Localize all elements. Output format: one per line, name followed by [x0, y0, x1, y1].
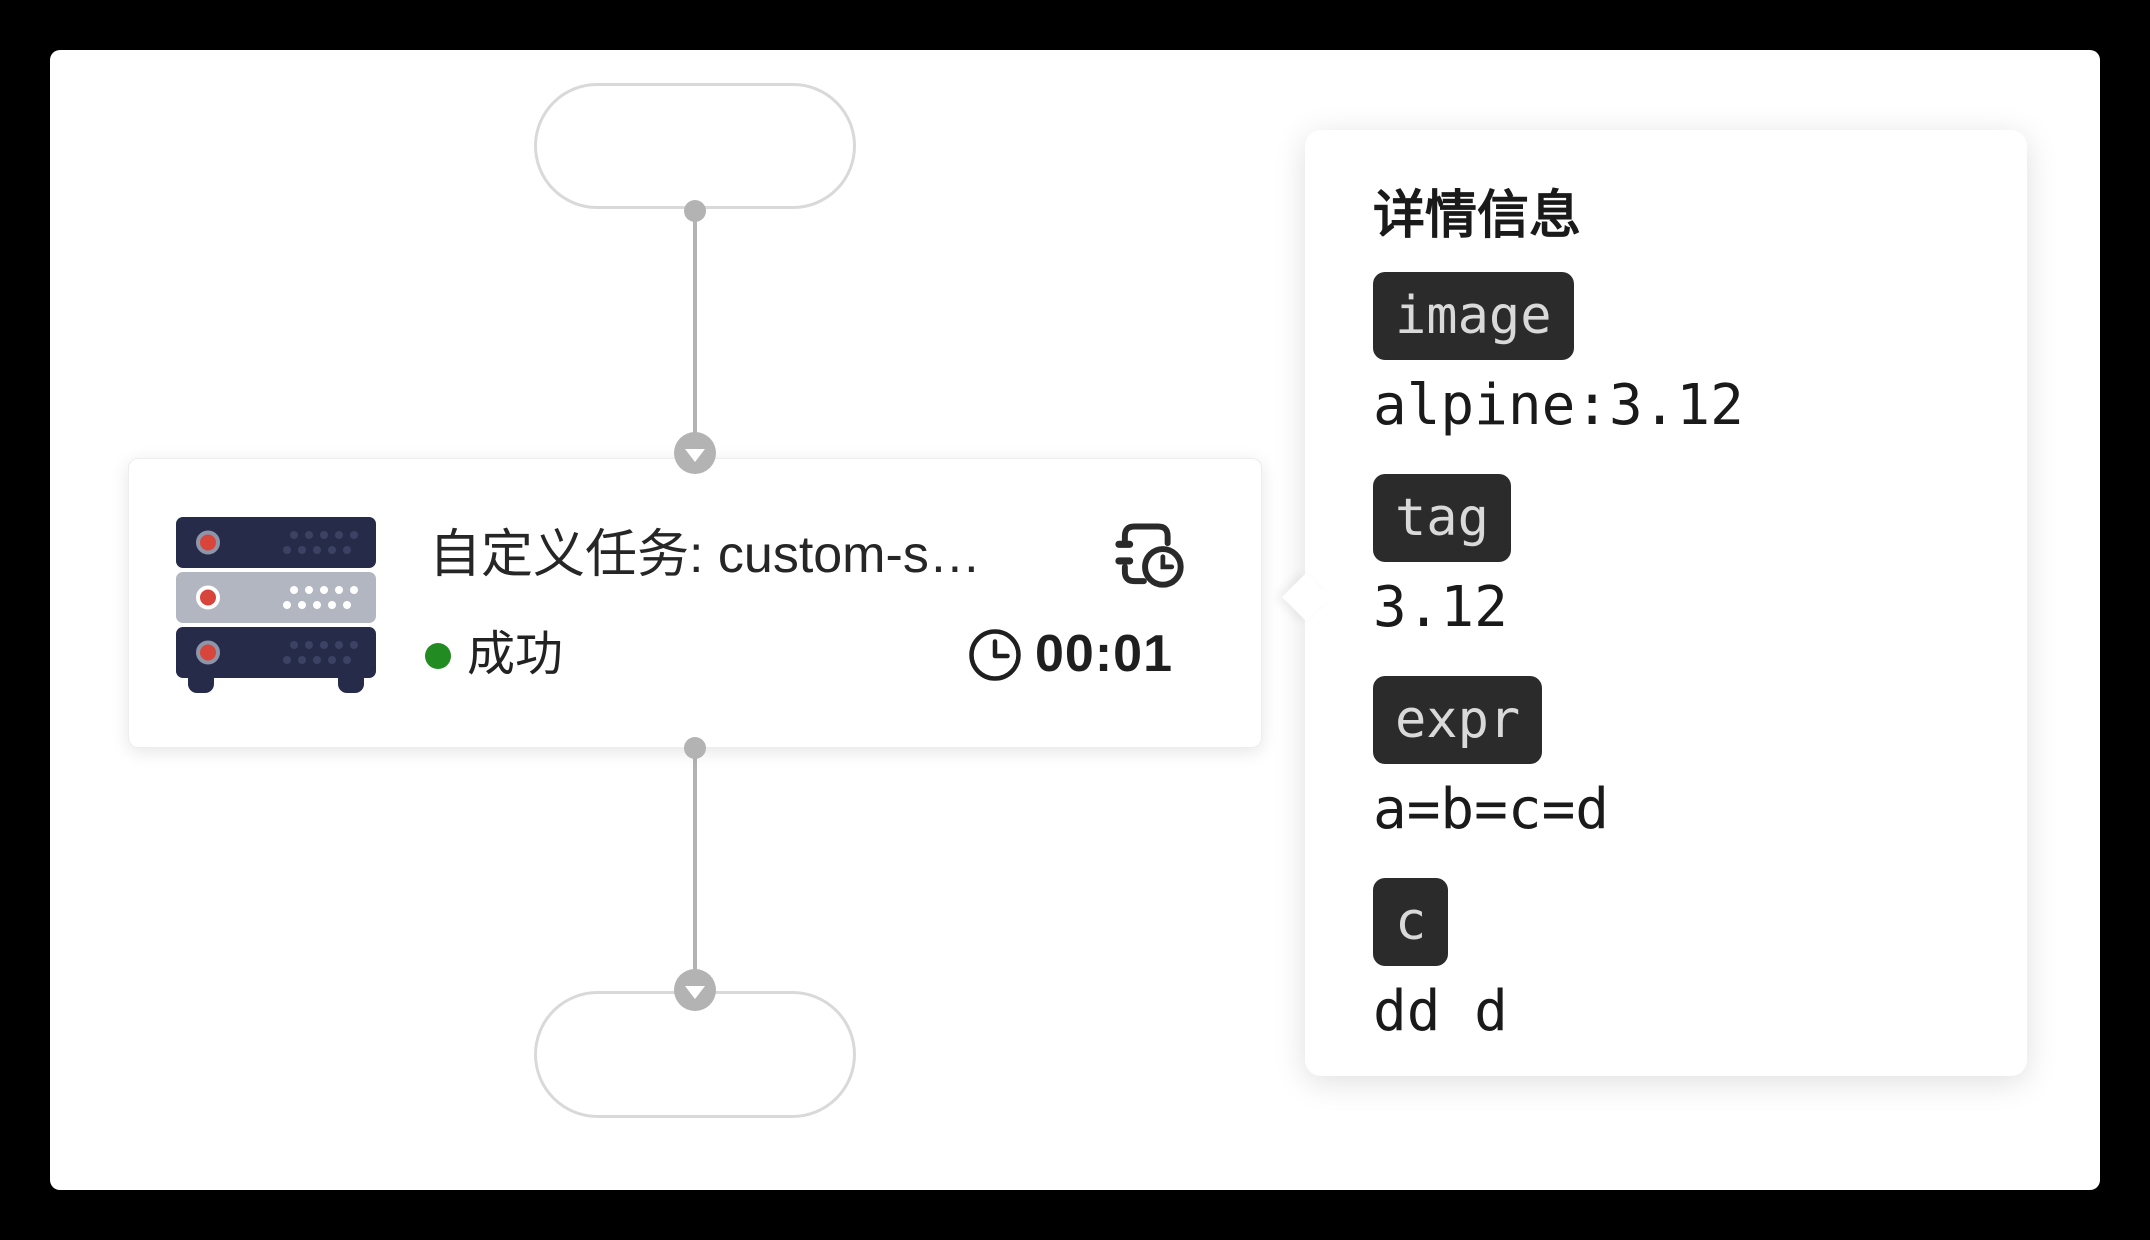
status-dot-icon: [425, 643, 451, 669]
pipeline-canvas: 自定义任务: custom-s… 成功 00:01 详情信息: [50, 50, 2100, 1190]
detail-value: a=b=c=d: [1373, 777, 1610, 842]
detail-entry: c dd d: [1373, 878, 1987, 1044]
task-status-label: 成功: [467, 628, 564, 681]
detail-entry: expr a=b=c=d: [1373, 676, 1987, 842]
connector-dot: [684, 737, 706, 759]
detail-value: 3.12: [1373, 575, 1508, 640]
end-node-pill: [534, 991, 856, 1118]
detail-panel-title: 详情信息: [1373, 187, 1582, 245]
detail-key-badge: tag: [1373, 474, 1511, 562]
detail-key-badge: expr: [1373, 676, 1543, 764]
task-duration: 00:01: [1035, 625, 1173, 683]
detail-entry: tag 3.12: [1373, 474, 1987, 640]
detail-entry: image alpine:3.12: [1373, 272, 1987, 438]
clock-icon: [969, 629, 1021, 681]
detail-tooltip: 详情信息 image alpine:3.12 tag 3.12 expr a=b…: [1281, 130, 2027, 1076]
chevron-down-icon: [674, 432, 716, 474]
connector-line: [693, 748, 697, 970]
chevron-down-glyph: [685, 448, 705, 462]
start-node-pill: [534, 83, 856, 209]
task-title: 自定义任务: custom-s…: [429, 526, 981, 584]
tooltip-arrow: [1281, 572, 1331, 622]
log-history-icon[interactable]: [1113, 519, 1189, 591]
task-node-card[interactable]: 自定义任务: custom-s… 成功 00:01: [128, 458, 1262, 748]
chevron-down-icon: [674, 969, 716, 1011]
connector-line: [693, 211, 697, 454]
detail-key-badge: c: [1373, 878, 1449, 966]
server-icon: [176, 517, 376, 693]
chevron-down-glyph: [685, 985, 705, 999]
detail-value: alpine:3.12: [1373, 373, 1744, 438]
detail-key-badge: image: [1373, 272, 1574, 360]
detail-value: dd d: [1373, 979, 1508, 1044]
connector-dot: [684, 200, 706, 222]
